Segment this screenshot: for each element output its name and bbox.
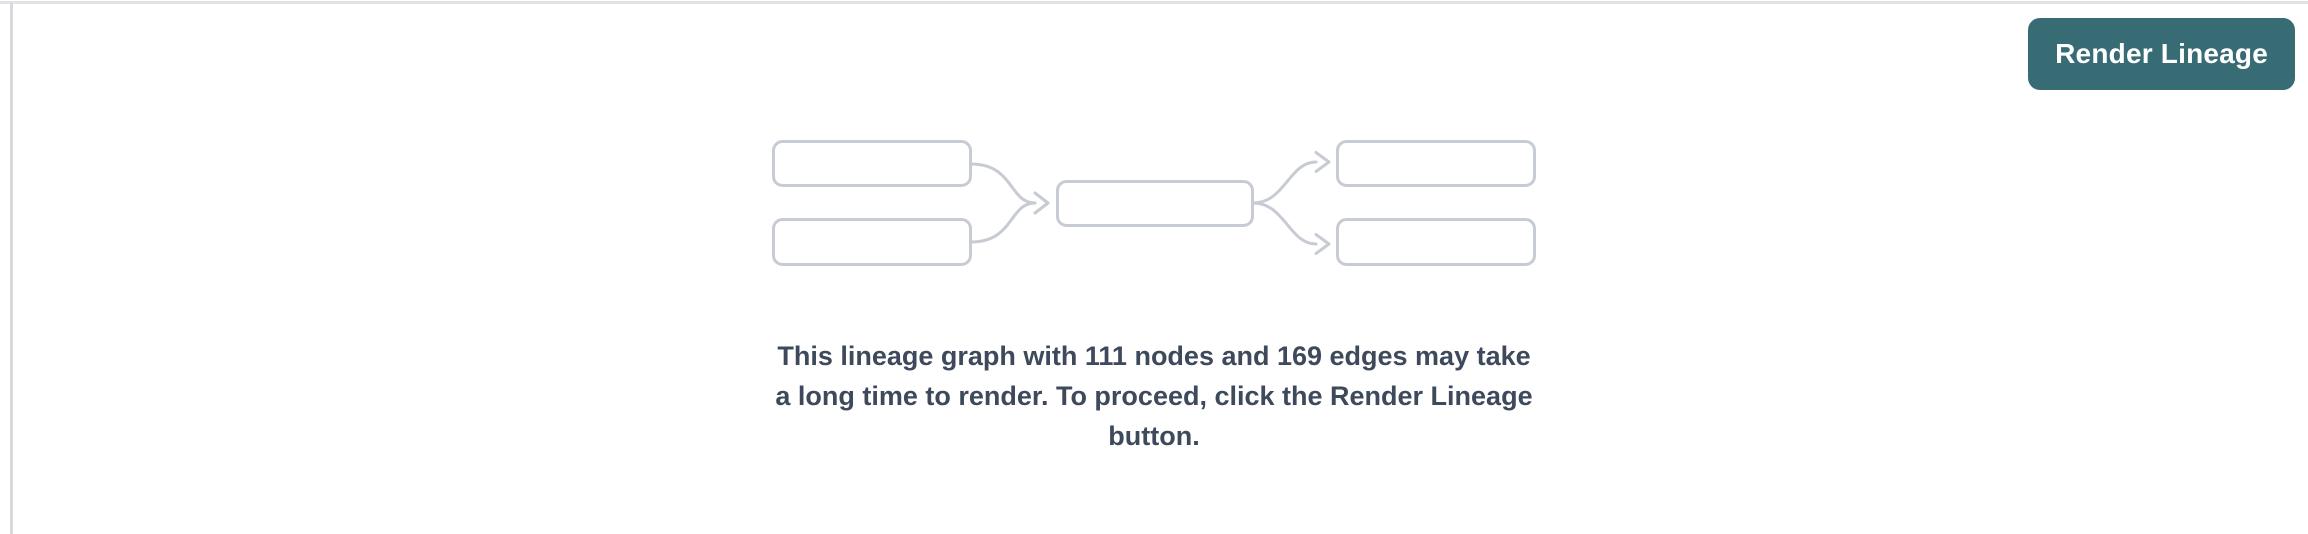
panel-top-border [0, 1, 2308, 4]
placeholder-node-upstream-bottom [772, 218, 972, 266]
placeholder-edge [1251, 201, 1318, 246]
placeholder-node-downstream-bottom [1336, 218, 1536, 266]
placeholder-node-upstream-top [772, 140, 972, 187]
placeholder-edge [969, 162, 1037, 205]
render-lineage-button[interactable]: Render Lineage [2028, 18, 2295, 90]
warning-line: a long time to render. To proceed, click… [775, 381, 1533, 411]
panel-left-divider [10, 3, 13, 534]
render-warning-message: This lineage graph with 111 nodes and 16… [775, 336, 1532, 456]
warning-line: This lineage graph with 111 nodes and 16… [777, 341, 1531, 371]
arrowhead-right-icon [1314, 151, 1331, 173]
placeholder-content: This lineage graph with 111 nodes and 16… [772, 140, 1536, 456]
lineage-placeholder-illustration [772, 140, 1536, 266]
arrowhead-right-icon [1033, 191, 1050, 215]
warning-line: button. [1108, 421, 1200, 451]
placeholder-edge [969, 201, 1037, 244]
arrowhead-right-icon [1314, 233, 1331, 255]
placeholder-node-center [1056, 180, 1254, 227]
placeholder-edge [1251, 160, 1318, 205]
placeholder-node-downstream-top [1336, 140, 1536, 187]
